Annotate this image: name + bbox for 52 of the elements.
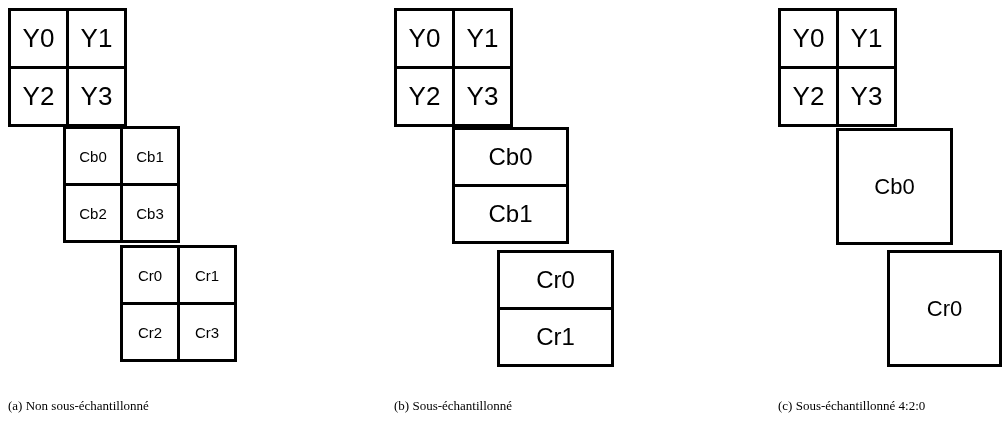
sample-block [452, 127, 569, 187]
sample-block [120, 302, 180, 362]
block-label: Cb0 [874, 173, 915, 200]
sample-block [452, 184, 569, 244]
block-label: Cb1 [488, 200, 533, 228]
sample-block [120, 126, 180, 186]
sample-block [836, 66, 897, 127]
figure-caption: (a) Non sous-échantillonné [8, 398, 150, 414]
block-label: Y0 [22, 23, 55, 54]
block-label: Y3 [850, 81, 883, 112]
sample-block [452, 66, 513, 127]
sample-block [497, 307, 614, 367]
sample-block [836, 8, 897, 69]
block-label: Cr2 [137, 323, 163, 341]
sample-block [887, 250, 1002, 367]
sample-block [836, 128, 953, 245]
sample-block [177, 245, 237, 305]
block-label: Cb0 [79, 147, 107, 165]
figure-caption: (b) Sous-échantillonné [394, 398, 514, 414]
sample-block [394, 66, 455, 127]
block-label: Cr3 [194, 323, 220, 341]
block-label: Y1 [466, 23, 499, 54]
block-label: Y1 [850, 23, 883, 54]
block-label: Cr0 [536, 266, 575, 294]
block-label: Y2 [792, 81, 825, 112]
sample-block [452, 8, 513, 69]
block-label: Cb2 [79, 204, 107, 222]
block-label: Cr1 [194, 266, 220, 284]
block-label: Y2 [22, 81, 55, 112]
sample-block [497, 250, 614, 310]
block-label: Cr0 [926, 295, 963, 322]
block-label: Cr0 [137, 266, 163, 284]
sample-block [63, 126, 123, 186]
block-label: Cb3 [136, 204, 164, 222]
sample-block [66, 8, 127, 69]
sample-block [120, 245, 180, 305]
block-label: Y3 [466, 81, 499, 112]
block-label: Y2 [408, 81, 441, 112]
block-label: Y0 [792, 23, 825, 54]
block-label: Cr1 [536, 323, 575, 351]
figure-caption: (c) Sous-échantillonné 4:2:0 [778, 398, 927, 414]
block-label: Y3 [80, 81, 113, 112]
sample-block [8, 66, 69, 127]
sample-block [120, 183, 180, 243]
block-label: Y1 [80, 23, 113, 54]
block-label: Cb0 [488, 143, 533, 171]
block-label: Cb1 [136, 147, 164, 165]
sample-block [63, 183, 123, 243]
block-label: Y0 [408, 23, 441, 54]
sample-block [778, 66, 839, 127]
sample-block [66, 66, 127, 127]
sample-block [177, 302, 237, 362]
